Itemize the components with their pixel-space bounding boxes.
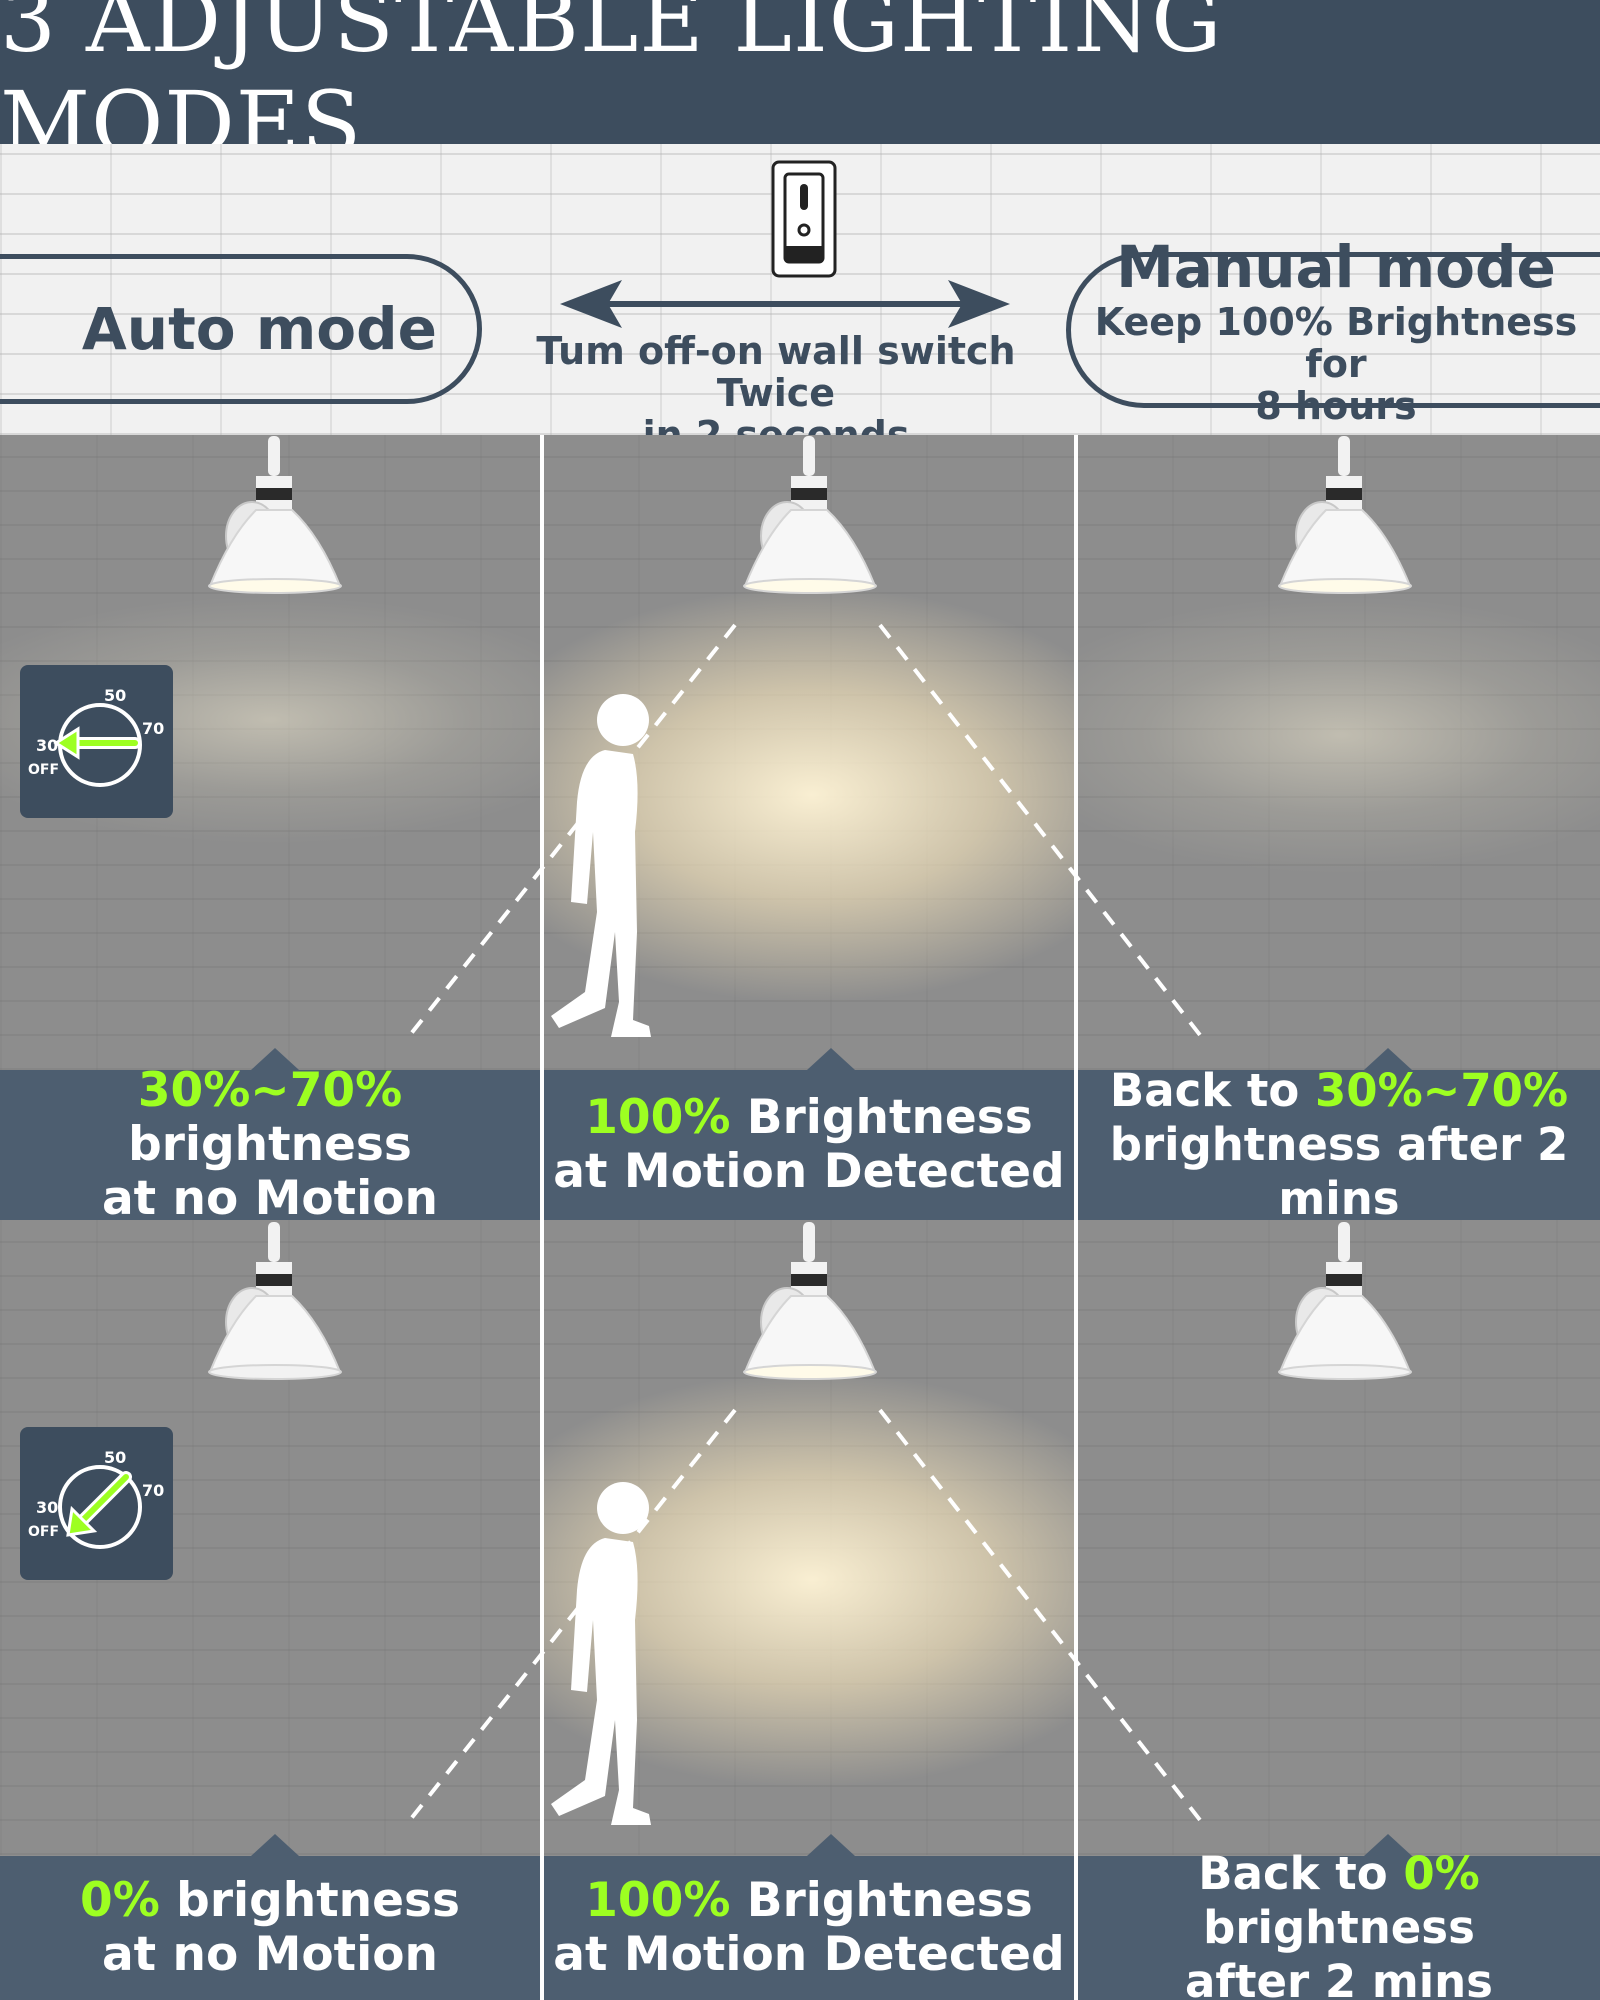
caption-line2: at no Motion	[101, 1171, 439, 1226]
caption-text: brightness	[159, 1873, 460, 1928]
brightness-dial-badge: 50 70 30 OFF	[20, 1427, 173, 1580]
column-divider	[540, 435, 544, 2000]
manual-mode-title: Manual mode	[1116, 233, 1556, 301]
dial-mark-30: 30	[36, 736, 58, 755]
dial-mark-70: 70	[142, 1481, 164, 1500]
caption-pointer	[807, 1834, 855, 1856]
caption-text: Back to	[1109, 1064, 1315, 1117]
dial-icon: 50 70 30 OFF	[28, 686, 164, 787]
motion-detection-cone	[408, 623, 1202, 1037]
dial-mark-50: 50	[104, 686, 126, 705]
caption-highlight: 100%	[585, 1090, 731, 1145]
wall-lamp-icon	[208, 436, 342, 594]
row1-caption-auto: 30%~70% brightness at no Motion	[0, 1064, 540, 1226]
wall-lamp-icon	[743, 436, 877, 594]
auto-mode-label: Auto mode	[81, 295, 437, 363]
caption-text: Brightness	[730, 1873, 1033, 1928]
wall-lamp-icon	[208, 1222, 342, 1380]
row2-caption-auto: 0% brightness at no Motion	[0, 1856, 540, 2000]
light-glow	[1076, 595, 1600, 875]
caption-line2: brightness after 2 mins	[1109, 1118, 1569, 1225]
caption-line2: after 2 mins	[1185, 1955, 1493, 2000]
caption-pointer	[1364, 1834, 1412, 1856]
walking-person-icon	[551, 694, 651, 1037]
dial-icon: 50 70 30 OFF	[28, 1448, 164, 1549]
caption-text: Brightness	[730, 1090, 1033, 1145]
caption-text: brightness	[128, 1117, 412, 1172]
mode-banner: Auto mode Tum off-on wall switch Twice i…	[0, 144, 1600, 456]
double-arrow-icon	[560, 280, 1010, 328]
caption-line2: at no Motion	[101, 1927, 439, 1982]
column-divider	[1074, 435, 1078, 2000]
dial-mark-50: 50	[104, 1448, 126, 1467]
caption-text: brightness	[1203, 1901, 1475, 1954]
switch-instruction-line1: Tum off-on wall switch Twice	[536, 329, 1016, 415]
caption-pointer	[251, 1834, 299, 1856]
row2-caption-motion: 100% Brightness at Motion Detected	[544, 1856, 1074, 2000]
brightness-dial-badge: 50 70 30 OFF	[20, 665, 173, 818]
caption-pointer	[251, 1048, 299, 1070]
manual-mode-desc-line2: 8 hours	[1255, 384, 1417, 428]
caption-highlight: 0%	[80, 1873, 160, 1928]
manual-mode-pill: Manual mode Keep 100% Brightness for 8 h…	[1066, 233, 1600, 427]
caption-pointer	[1364, 1048, 1412, 1070]
caption-highlight: 0%	[1403, 1847, 1480, 1900]
walking-person-icon	[551, 1482, 651, 1825]
caption-highlight: 100%	[585, 1873, 731, 1928]
manual-mode-desc-line1: Keep 100% Brightness for	[1094, 300, 1578, 386]
row2-caption-return: Back to 0% brightness after 2 mins	[1078, 1847, 1600, 2000]
wall-lamp-icon	[743, 1222, 877, 1380]
dial-mark-70: 70	[142, 719, 164, 738]
wall-lamp-icon	[1278, 1222, 1412, 1380]
auto-mode-pill: Auto mode	[0, 254, 482, 404]
caption-line2: at Motion Detected	[553, 1144, 1065, 1199]
motion-detection-cone	[408, 1408, 1202, 1822]
caption-highlight: 30%~70%	[1314, 1064, 1569, 1117]
wall-switch-icon	[771, 160, 837, 278]
dial-mark-off: OFF	[28, 1524, 59, 1540]
page-title: 3 ADJUSTABLE LIGHTING MODES	[0, 0, 1223, 175]
row1-caption-return: Back to 30%~70% brightness after 2 mins	[1078, 1064, 1600, 1225]
wall-lamp-icon	[1278, 436, 1412, 594]
dial-mark-30: 30	[36, 1498, 58, 1517]
dial-mark-off: OFF	[28, 762, 59, 778]
row2-panel-return	[1076, 1220, 1600, 1855]
caption-line2: at Motion Detected	[553, 1927, 1065, 1982]
caption-pointer	[807, 1048, 855, 1070]
header-bar: 3 ADJUSTABLE LIGHTING MODES	[0, 0, 1600, 175]
caption-highlight: 30%~70%	[137, 1063, 403, 1118]
row1-caption-motion: 100% Brightness at Motion Detected	[544, 1070, 1074, 1220]
caption-text: Back to	[1198, 1847, 1404, 1900]
